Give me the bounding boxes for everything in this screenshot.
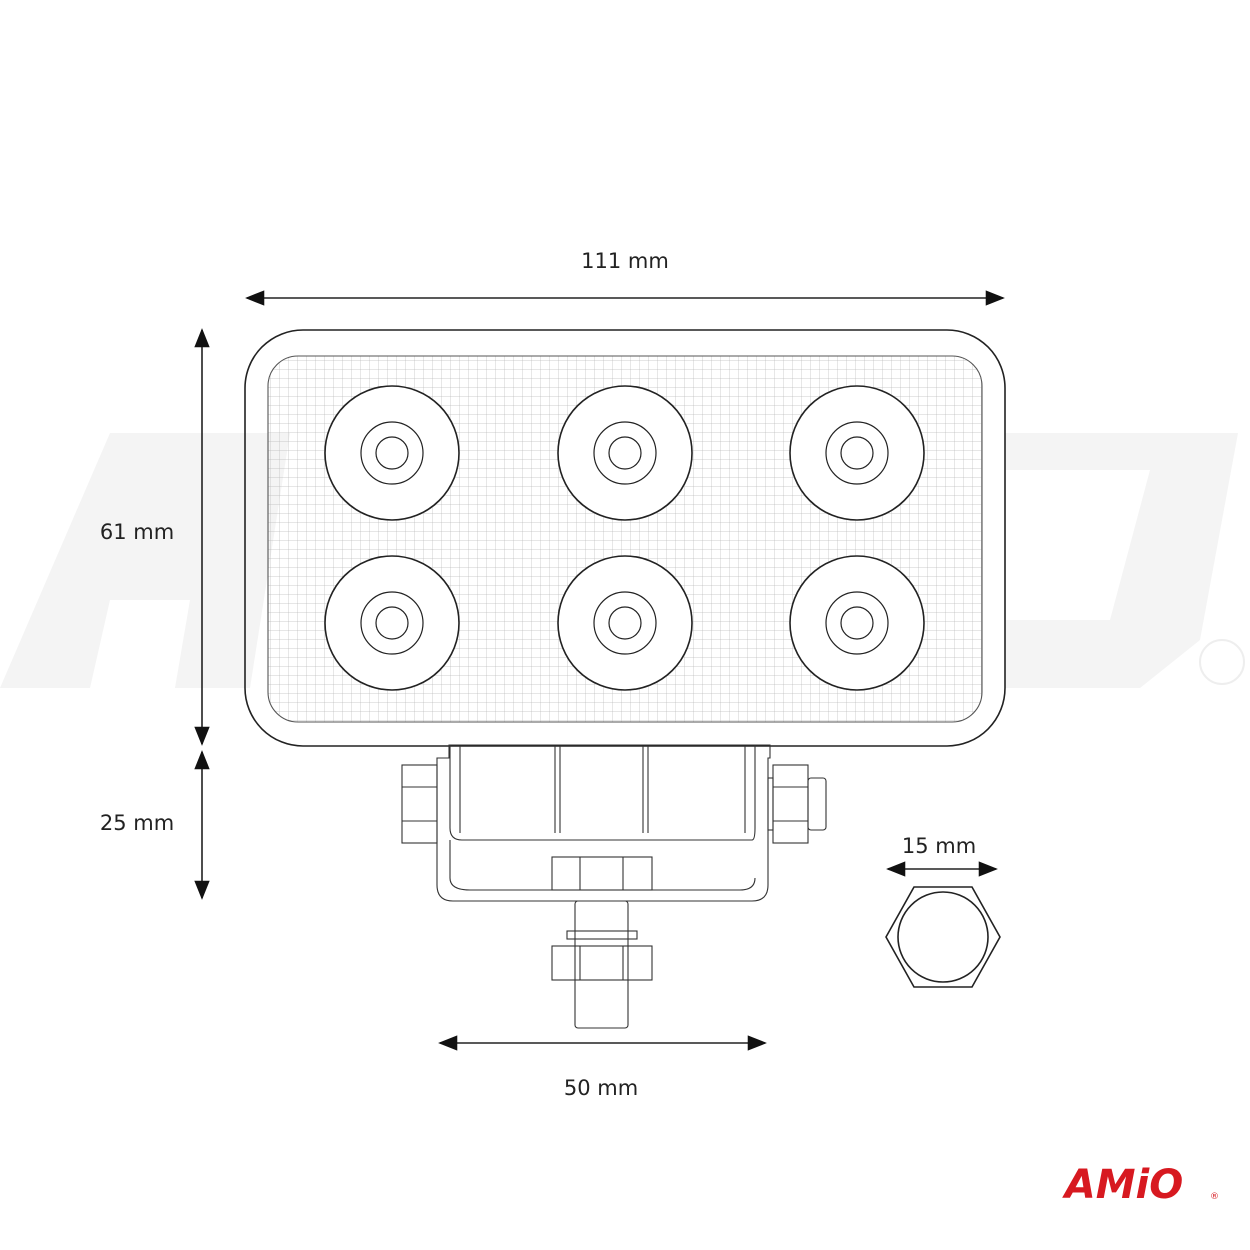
led-lens bbox=[789, 555, 925, 691]
led-lens bbox=[557, 385, 693, 521]
logo-text: AMiO bbox=[1062, 1162, 1183, 1208]
led-lens bbox=[324, 555, 460, 691]
amio-logo: AMiO ® bbox=[1062, 1162, 1219, 1208]
bracket-height-label: 25 mm bbox=[100, 811, 174, 835]
dimension-lines bbox=[194, 290, 1005, 1051]
hex-nut-view bbox=[885, 886, 1001, 988]
led-lens bbox=[324, 385, 460, 521]
height-label: 61 mm bbox=[100, 520, 174, 544]
watermark-logo bbox=[0, 433, 1245, 688]
nut-size-label: 15 mm bbox=[902, 834, 976, 858]
bracket-width-label: 50 mm bbox=[564, 1076, 638, 1100]
logo-registered-mark: ® bbox=[1210, 1192, 1219, 1202]
mounting-bracket bbox=[401, 744, 827, 1029]
led-array bbox=[324, 385, 925, 691]
led-lens bbox=[557, 555, 693, 691]
led-lens bbox=[789, 385, 925, 521]
width-label: 111 mm bbox=[581, 249, 669, 273]
